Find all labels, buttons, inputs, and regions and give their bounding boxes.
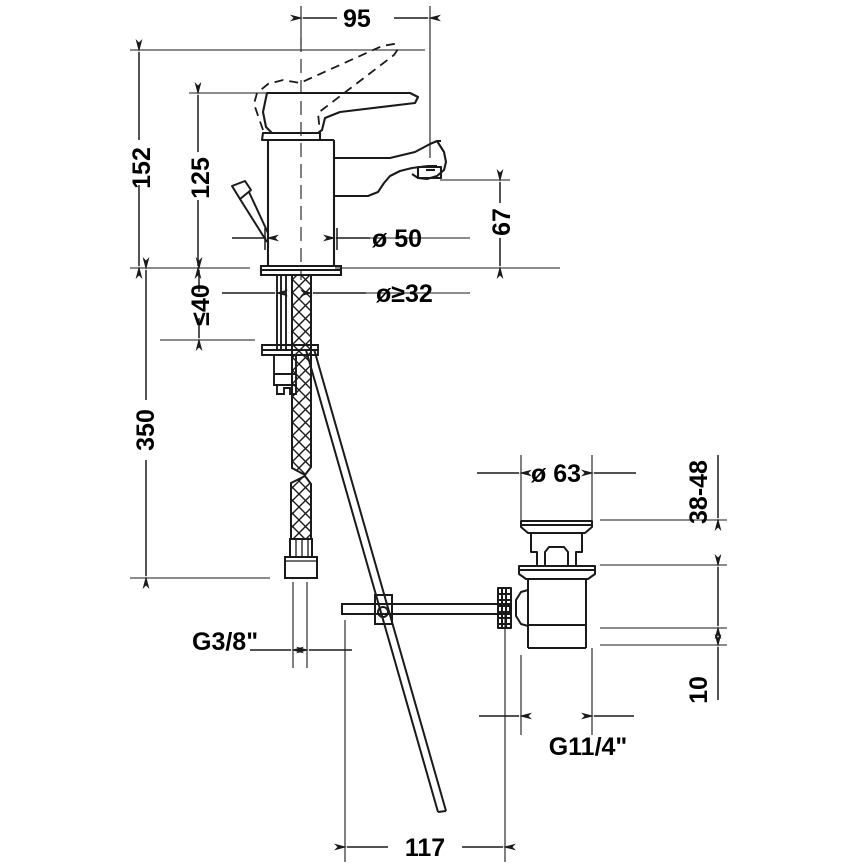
dimension-label-d50: ø 50 [372, 225, 422, 253]
drain-assembly [497, 520, 596, 649]
dimension-label-g114: G11/4" [549, 733, 628, 761]
dimension-label-67: 67 [488, 208, 516, 236]
dimension-label-95: 95 [343, 5, 371, 33]
supply-hose [284, 274, 318, 579]
dimension-line-d50 [232, 228, 370, 250]
dimension-label-152: 152 [128, 147, 156, 189]
lift-rod-handle [231, 180, 269, 243]
extension-lines [130, 6, 727, 862]
dimension-label-125: 125 [187, 157, 215, 199]
faucet-body [260, 91, 448, 266]
handle-raised-dashed [253, 43, 400, 134]
deck-flange [259, 264, 343, 277]
dimension-label-40: ≤40 [187, 284, 215, 326]
dimension-label-g38: G3/8" [192, 628, 258, 656]
dimension-label-3848: 38-48 [685, 460, 713, 524]
dimension-label-d63: ø 63 [531, 460, 581, 488]
dimension-label-117: 117 [405, 834, 445, 862]
dimension-label-10: 10 [685, 676, 713, 704]
dimension-label-d32: ø≥32 [376, 280, 433, 308]
linkage-rod [341, 594, 511, 625]
dimension-label-350: 350 [132, 409, 160, 451]
popup-pull-rod [305, 348, 447, 813]
